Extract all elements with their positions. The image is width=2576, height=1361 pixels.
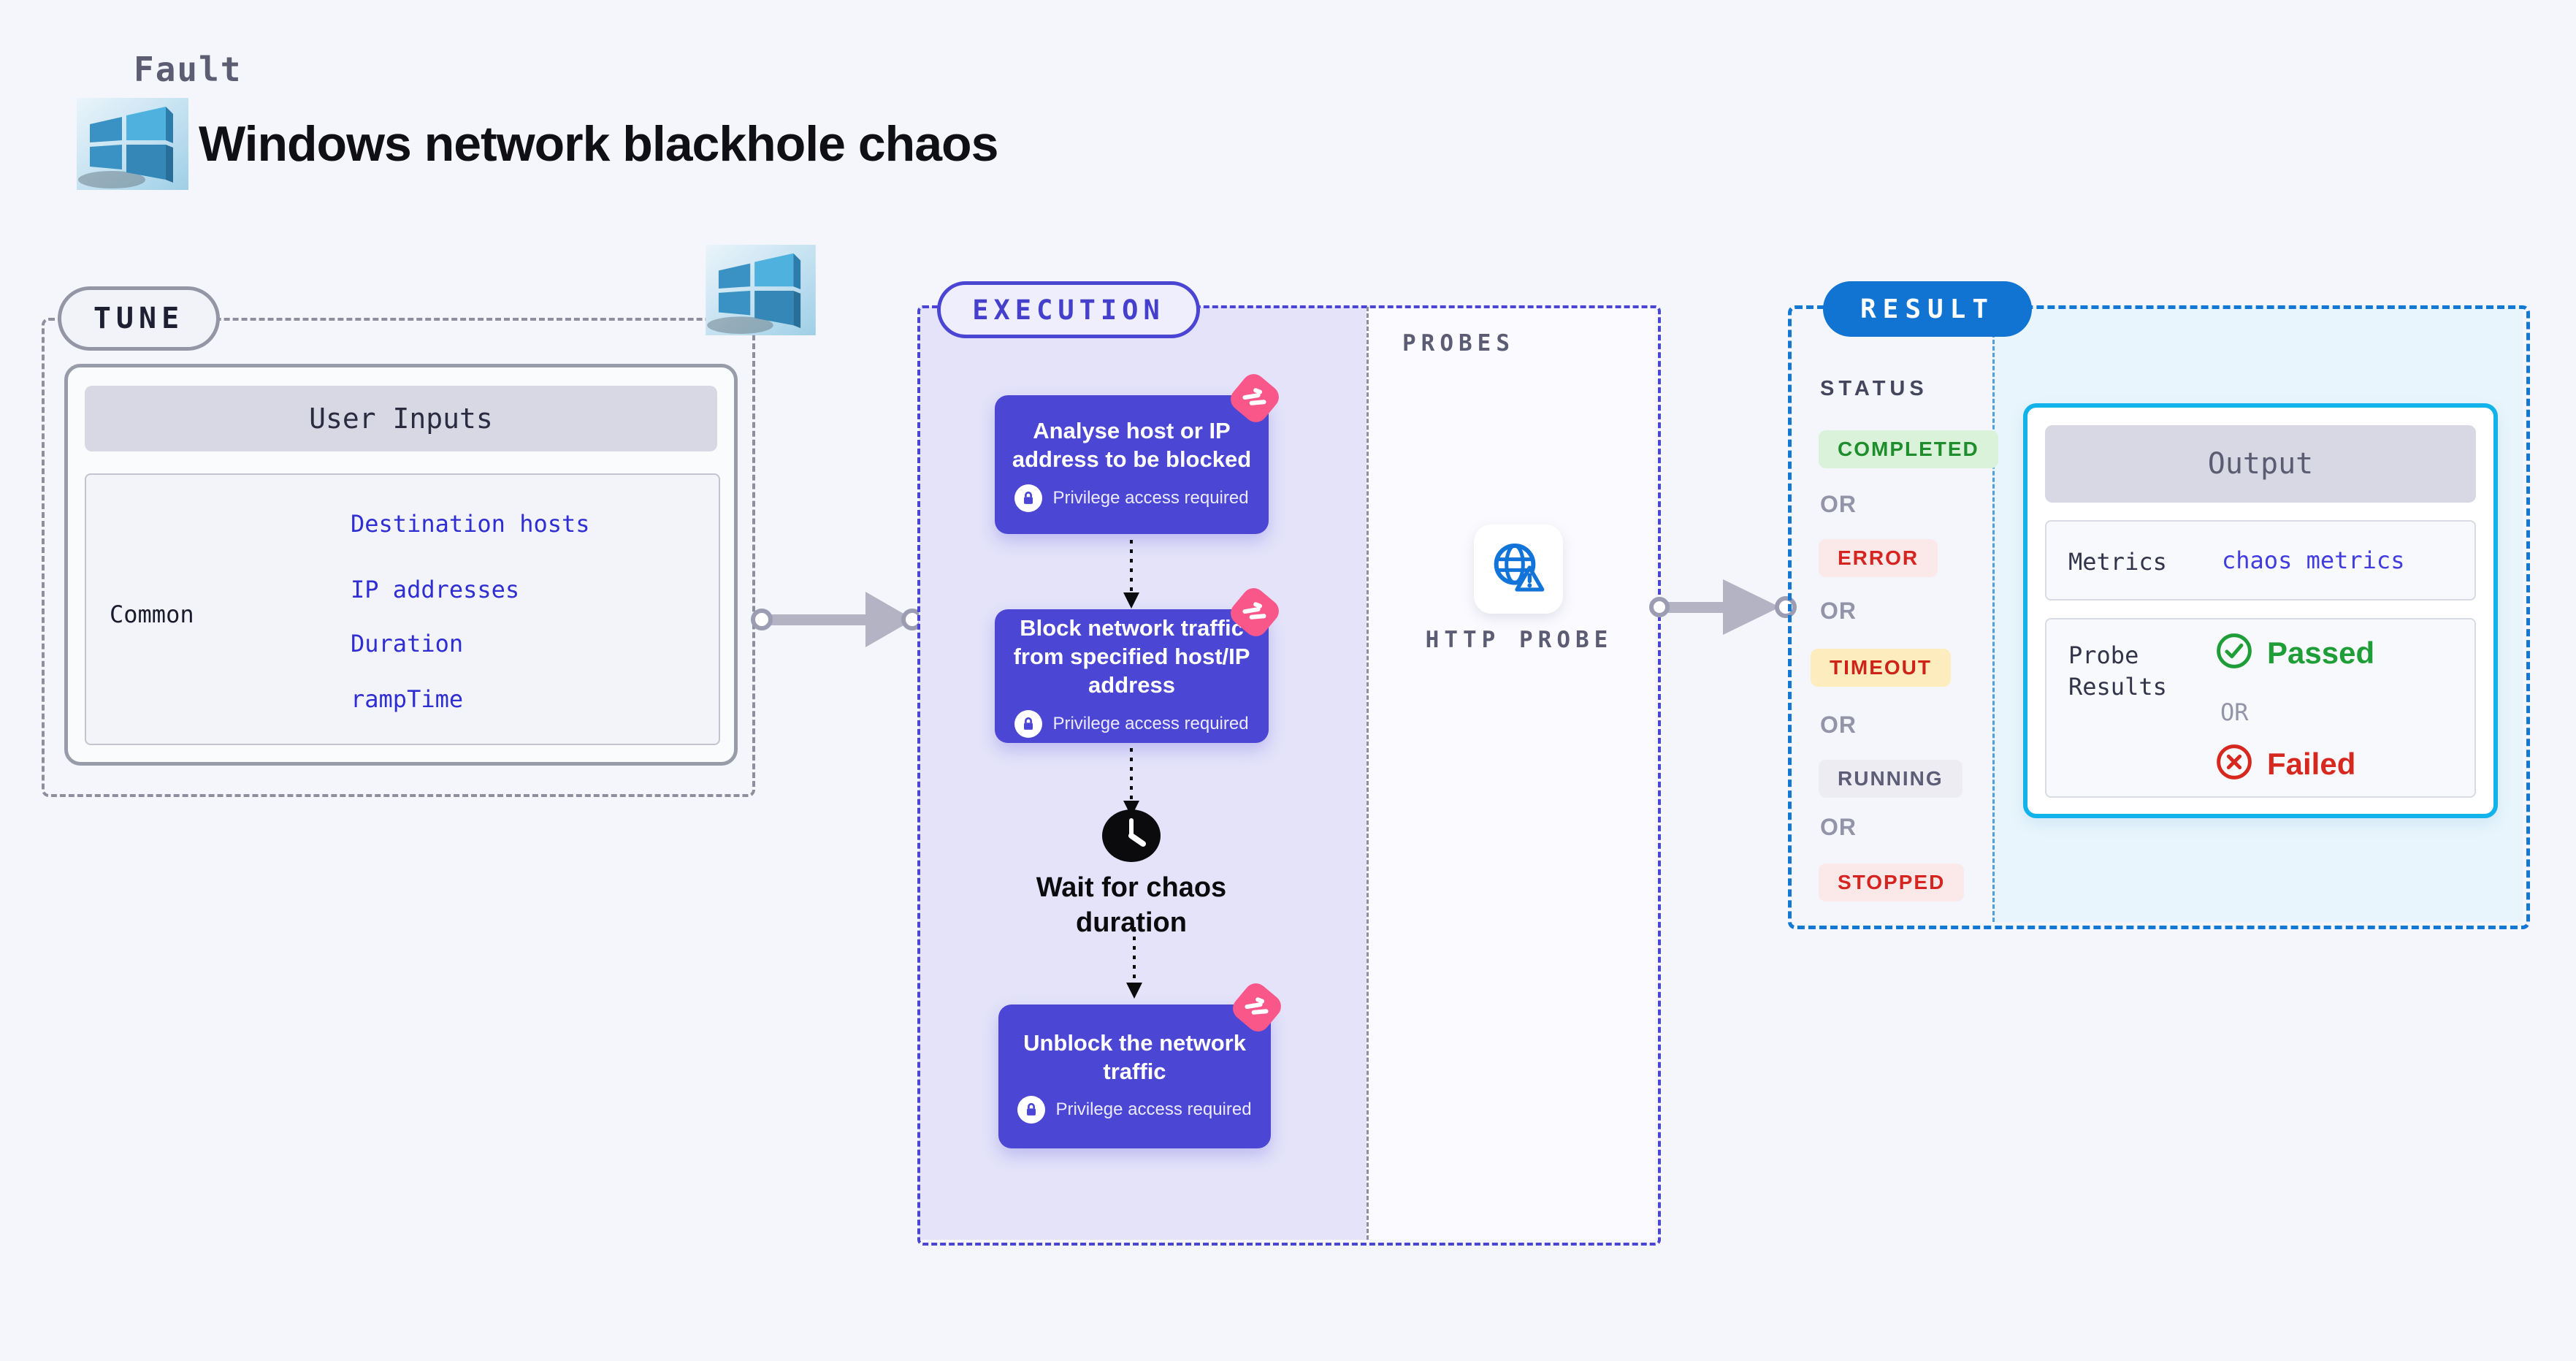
execution-pill: EXECUTION bbox=[937, 281, 1200, 338]
litmus-pinwheel-icon bbox=[1231, 588, 1279, 636]
privilege-badge-label: Privilege access required bbox=[1052, 487, 1249, 508]
user-inputs-title: User Inputs bbox=[309, 403, 493, 435]
or-label: OR bbox=[2220, 698, 2249, 726]
passed-check-icon bbox=[2217, 633, 2252, 668]
status-badge-completed: COMPLETED bbox=[1819, 430, 1998, 468]
link-destination-hosts[interactable]: Destination hosts bbox=[351, 510, 590, 538]
metrics-label: Metrics bbox=[2068, 548, 2167, 576]
privilege-badge-label: Privilege access required bbox=[1052, 713, 1249, 733]
failed-x-icon bbox=[2217, 744, 2252, 779]
result-container bbox=[1788, 305, 2530, 929]
privilege-badge-label: Privilege access required bbox=[1055, 1099, 1252, 1120]
step-card-unblock: Unblock the network traffic Privilege ac… bbox=[998, 983, 1281, 1148]
windows-logo-icon bbox=[77, 98, 188, 190]
row-label-common: Common bbox=[110, 601, 194, 628]
privilege-badge: Privilege access required bbox=[1014, 709, 1249, 738]
status-badge-running: RUNNING bbox=[1819, 760, 1962, 798]
privilege-badge: Privilege access required bbox=[1017, 1096, 1252, 1124]
user-inputs-table bbox=[85, 473, 720, 745]
result-pill-label: RESULT bbox=[1860, 294, 1995, 324]
flow-arrow-icon bbox=[1123, 748, 1139, 817]
execution-probes-divider bbox=[1367, 307, 1369, 1240]
user-inputs-header: User Inputs bbox=[85, 386, 717, 451]
fault-kicker: Fault bbox=[134, 50, 242, 89]
failed-label: Failed bbox=[2267, 747, 2356, 781]
metrics-row: Metrics chaos metrics bbox=[2045, 520, 2476, 601]
or-label: OR bbox=[1820, 814, 1857, 840]
result-divider bbox=[1992, 307, 1995, 922]
status-badge-error: ERROR bbox=[1819, 539, 1938, 577]
globe-warning-icon bbox=[1494, 544, 1545, 592]
lock-icon bbox=[1014, 709, 1043, 738]
or-label: OR bbox=[1820, 598, 1857, 624]
http-probe-card bbox=[1474, 525, 1563, 614]
or-label: OR bbox=[1820, 712, 1857, 738]
link-ramptime[interactable]: rampTime bbox=[351, 685, 464, 713]
flow-arrow-icon bbox=[1123, 540, 1139, 609]
chaos-metrics-link[interactable]: chaos metrics bbox=[2222, 546, 2405, 574]
step-card-block: Block network traffic from specified hos… bbox=[995, 588, 1279, 743]
tune-container bbox=[42, 318, 755, 797]
probes-area bbox=[1367, 307, 1655, 1240]
page-title: Windows network blackhole chaos bbox=[199, 116, 998, 172]
link-ip-addresses[interactable]: IP addresses bbox=[351, 576, 520, 603]
arrow-tune-to-execution-icon bbox=[751, 592, 923, 647]
result-pill: RESULT bbox=[1823, 281, 2032, 337]
probe-results-row: Probe Results Passed OR Failed bbox=[2045, 618, 2476, 798]
step-title: Unblock the network traffic bbox=[1023, 1029, 1246, 1084]
arrow-probes-to-result-icon bbox=[1649, 579, 1797, 635]
litmus-pinwheel-icon bbox=[1231, 374, 1279, 422]
passed-label: Passed bbox=[2267, 636, 2375, 670]
lock-icon bbox=[1017, 1096, 1046, 1124]
windows-logo-icon bbox=[706, 245, 816, 335]
step-card-analyse: Analyse host or IP address to be blocked… bbox=[995, 374, 1279, 534]
privilege-badge: Privilege access required bbox=[1014, 484, 1249, 512]
output-header: Output bbox=[2045, 425, 2476, 503]
status-badge-stopped: STOPPED bbox=[1819, 864, 1965, 901]
http-probe-label: HTTP PROBE bbox=[1425, 627, 1613, 653]
lock-icon bbox=[1014, 484, 1043, 512]
status-title: STATUS bbox=[1820, 377, 1928, 400]
status-badge-timeout: TIMEOUT bbox=[1811, 649, 1951, 687]
execution-container bbox=[917, 305, 1661, 1246]
wait-step-label: Wait for chaos duration bbox=[1036, 872, 1227, 938]
execution-pill-label: EXECUTION bbox=[972, 294, 1165, 326]
flow-arrow-icon bbox=[1126, 927, 1142, 999]
link-duration[interactable]: Duration bbox=[351, 630, 464, 657]
clock-icon bbox=[1102, 809, 1161, 862]
step-title: Block network traffic from specified hos… bbox=[1013, 615, 1250, 698]
probe-results-label: Probe Results bbox=[2068, 641, 2167, 701]
litmus-pinwheel-icon bbox=[1233, 983, 1281, 1032]
tune-pill: TUNE bbox=[58, 286, 220, 351]
or-label: OR bbox=[1820, 491, 1857, 517]
output-title: Output bbox=[2207, 447, 2314, 481]
probes-section-label: PROBES bbox=[1402, 330, 1515, 357]
tune-pill-label: TUNE bbox=[93, 302, 185, 335]
step-title: Analyse host or IP address to be blocked bbox=[1012, 418, 1252, 472]
